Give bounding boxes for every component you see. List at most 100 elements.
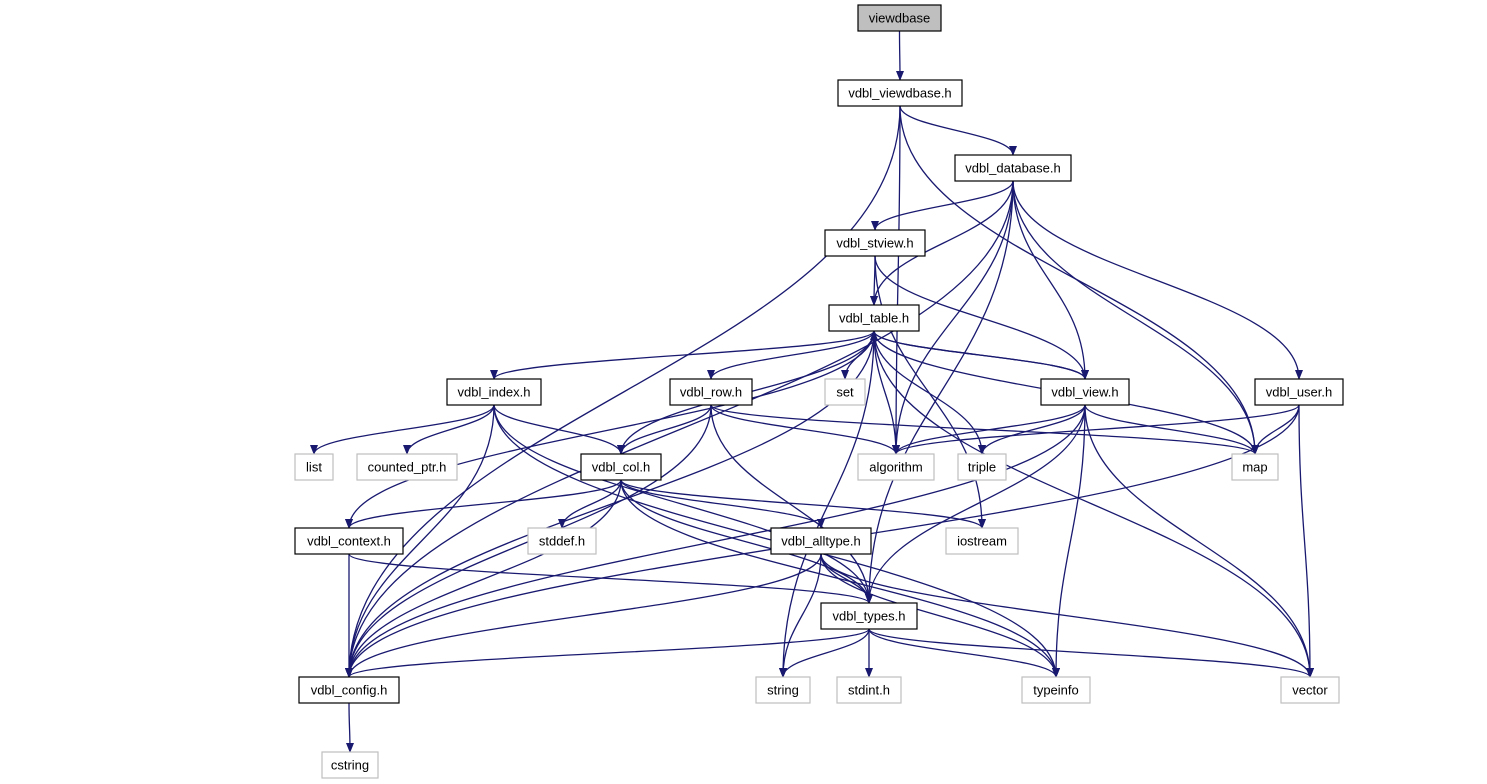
node-box-vdbl_stview	[824, 229, 926, 257]
node-label-vdbl_config: vdbl_config.h	[311, 683, 388, 698]
edge-vdbl_index-to-counted_ptr	[403, 404, 495, 455]
edge-vdbl_table-to-vdbl_context	[345, 330, 875, 529]
node-box-vdbl_context	[294, 527, 404, 555]
node-label-vdbl_index: vdbl_index.h	[458, 385, 531, 400]
node-vdbl_context[interactable]: vdbl_context.h	[294, 527, 404, 555]
node-box-vdbl_row	[669, 378, 753, 406]
node-vdbl_config[interactable]: vdbl_config.h	[298, 676, 400, 704]
edge-viewdbase-to-vdbl_viewdbase	[895, 30, 904, 81]
node-string: string	[755, 676, 811, 704]
node-box-vdbl_config	[298, 676, 400, 704]
node-counted_ptr: counted_ptr.h	[356, 453, 458, 481]
node-label-vdbl_view: vdbl_view.h	[1051, 385, 1118, 400]
node-vdbl_user[interactable]: vdbl_user.h	[1254, 378, 1344, 406]
node-typeinfo: typeinfo	[1021, 676, 1091, 704]
node-vdbl_row[interactable]: vdbl_row.h	[669, 378, 753, 406]
node-label-list: list	[306, 460, 322, 475]
node-box-list	[294, 453, 334, 481]
node-box-counted_ptr	[356, 453, 458, 481]
node-box-set	[824, 378, 866, 406]
node-box-vdbl_index	[446, 378, 542, 406]
node-stdint: stdint.h	[836, 676, 902, 704]
edge-vdbl_row-to-vdbl_col	[617, 404, 712, 455]
node-label-vdbl_row: vdbl_row.h	[680, 385, 742, 400]
node-label-viewdbase: viewdbase	[869, 11, 930, 26]
edge-vdbl_types-to-typeinfo	[868, 628, 1060, 678]
node-set: set	[824, 378, 866, 406]
edge-vdbl_database-to-algorithm	[892, 180, 1014, 455]
edge-vdbl_database-to-vdbl_types	[865, 180, 1014, 604]
node-vdbl_stview[interactable]: vdbl_stview.h	[824, 229, 926, 257]
node-vdbl_table[interactable]: vdbl_table.h	[828, 304, 920, 332]
node-box-vdbl_user	[1254, 378, 1344, 406]
node-label-iostream: iostream	[957, 534, 1007, 549]
edge-vdbl_viewdbase-to-algorithm	[892, 105, 901, 455]
edge-vdbl_row-to-vdbl_types	[710, 404, 873, 604]
edge-vdbl_row-to-algorithm	[710, 404, 900, 455]
node-vdbl_database[interactable]: vdbl_database.h	[954, 154, 1072, 182]
node-label-typeinfo: typeinfo	[1033, 683, 1079, 698]
node-label-set: set	[836, 385, 854, 400]
edge-vdbl_types-to-string	[779, 628, 870, 678]
edge-vdbl_view-to-triple	[978, 404, 1086, 455]
node-label-vdbl_viewdbase: vdbl_viewdbase.h	[848, 86, 951, 101]
node-vector: vector	[1280, 676, 1340, 704]
node-label-algorithm: algorithm	[869, 460, 922, 475]
edge-vdbl_database-to-vdbl_table	[870, 180, 1014, 306]
node-box-map	[1231, 453, 1279, 481]
node-vdbl_col[interactable]: vdbl_col.h	[580, 453, 662, 481]
node-box-vdbl_viewdbase	[837, 79, 963, 107]
node-label-vdbl_stview: vdbl_stview.h	[836, 236, 913, 251]
node-map: map	[1231, 453, 1279, 481]
edge-vdbl_context-to-vdbl_types	[348, 553, 873, 604]
node-viewdbase[interactable]: viewdbase	[857, 4, 942, 32]
node-box-triple	[957, 453, 1007, 481]
node-label-map: map	[1242, 460, 1267, 475]
edge-vdbl_config-to-cstring	[345, 702, 354, 753]
node-vdbl_types[interactable]: vdbl_types.h	[820, 602, 918, 630]
node-box-cstring	[321, 751, 379, 779]
node-box-vdbl_table	[828, 304, 920, 332]
nodes-layer: viewdbase vdbl_viewdbase.h vdbl_database.h…	[294, 4, 1344, 779]
edge-vdbl_alltype-to-typeinfo	[820, 553, 1060, 678]
node-box-iostream	[945, 527, 1019, 555]
node-label-vector: vector	[1292, 683, 1328, 698]
node-vdbl_viewdbase[interactable]: vdbl_viewdbase.h	[837, 79, 963, 107]
node-iostream: iostream	[945, 527, 1019, 555]
node-vdbl_alltype[interactable]: vdbl_alltype.h	[770, 527, 872, 555]
edge-vdbl_database-to-vdbl_stview	[871, 180, 1014, 231]
node-vdbl_index[interactable]: vdbl_index.h	[446, 378, 542, 406]
edge-vdbl_types-to-vector	[868, 628, 1314, 678]
node-vdbl_view[interactable]: vdbl_view.h	[1040, 378, 1130, 406]
node-label-string: string	[767, 683, 799, 698]
edge-vdbl_alltype-to-vector	[820, 553, 1314, 678]
edge-vdbl_user-to-algorithm	[892, 404, 1300, 455]
edge-vdbl_database-to-map	[1012, 180, 1259, 455]
node-label-triple: triple	[968, 460, 996, 475]
node-list: list	[294, 453, 334, 481]
node-label-counted_ptr: counted_ptr.h	[368, 460, 447, 475]
edge-vdbl_stview-to-iostream	[874, 255, 986, 529]
edge-vdbl_view-to-vdbl_table	[870, 330, 1086, 380]
node-label-vdbl_alltype: vdbl_alltype.h	[781, 534, 861, 549]
edge-vdbl_view-to-map	[1084, 404, 1259, 455]
edge-vdbl_row-to-map	[710, 404, 1259, 455]
edge-vdbl_alltype-to-vdbl_config	[345, 553, 822, 678]
edge-vdbl_table-to-vdbl_row	[707, 330, 875, 380]
node-box-vector	[1280, 676, 1340, 704]
edge-vdbl_col-to-vdbl_config	[345, 479, 622, 678]
edge-vdbl_index-to-vdbl_col	[493, 404, 625, 455]
edge-vdbl_stview-to-vdbl_view	[874, 255, 1089, 380]
edge-vdbl_index-to-vdbl_config	[345, 404, 495, 678]
node-label-stdint: stdint.h	[848, 683, 890, 698]
edge-vdbl_types-to-vdbl_config	[345, 628, 870, 678]
edge-vdbl_col-to-vdbl_context	[345, 479, 622, 529]
edge-vdbl_view-to-vdbl_types	[865, 404, 1086, 604]
edge-vdbl_table-to-triple	[873, 330, 986, 455]
edge-vdbl_database-to-vdbl_view	[1012, 180, 1089, 380]
node-box-string	[755, 676, 811, 704]
edge-vdbl_view-to-vdbl_config	[345, 404, 1086, 678]
node-label-vdbl_user: vdbl_user.h	[1266, 385, 1333, 400]
edge-vdbl_database-to-vdbl_config	[345, 180, 1014, 678]
